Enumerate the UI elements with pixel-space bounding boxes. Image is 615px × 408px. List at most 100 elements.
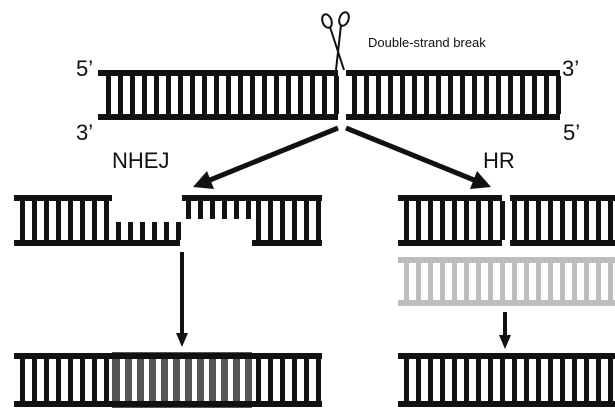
base-pair-rung xyxy=(298,76,303,114)
base-pair-rung xyxy=(532,76,537,114)
base-pair-rung xyxy=(404,359,409,401)
base-pair-rung xyxy=(104,201,109,240)
base-pair-rung xyxy=(132,359,137,401)
base-pair-rung xyxy=(20,201,25,240)
base-pair-rung xyxy=(536,359,541,401)
top-left-end-label: 5’ xyxy=(76,56,94,81)
base-pair-rung xyxy=(56,201,61,240)
base-pair-rung xyxy=(202,76,207,114)
base-pair-rung xyxy=(584,359,589,401)
base-pair-rung xyxy=(292,201,297,240)
base-pair-rung xyxy=(404,201,409,240)
arrow-hr-down xyxy=(499,312,511,349)
base-pair-rung xyxy=(452,201,457,240)
hr-label: HR xyxy=(483,148,515,173)
base-pair-rung xyxy=(560,263,565,300)
base-pair-rung xyxy=(584,201,589,240)
base-pair-rung xyxy=(536,263,541,300)
base-pair-rung xyxy=(56,359,61,401)
base-pair-rung xyxy=(178,76,183,114)
top-right-end-label: 3’ xyxy=(562,56,580,81)
base-pair-rung xyxy=(596,201,601,240)
base-pair-rung xyxy=(130,76,135,114)
base-pair-rung xyxy=(452,359,457,401)
base-pair-rung xyxy=(128,222,133,240)
base-pair-rung xyxy=(256,359,261,401)
base-pair-rung xyxy=(400,76,405,114)
base-pair-rung xyxy=(488,263,493,300)
base-pair-rung xyxy=(44,201,49,240)
base-pair-rung xyxy=(268,201,273,240)
base-pair-rung xyxy=(226,76,231,114)
base-pair-rung xyxy=(536,201,541,240)
base-pair-rung xyxy=(68,201,73,240)
base-pair-rung xyxy=(440,263,445,300)
nhej-resected-left-end xyxy=(14,195,181,246)
base-pair-rung xyxy=(262,76,267,114)
base-pair-rung xyxy=(508,76,513,114)
base-pair-rung xyxy=(484,76,489,114)
base-pair-rung xyxy=(524,359,529,401)
base-pair-rung xyxy=(280,359,285,401)
nhej-resected-right-end xyxy=(182,195,322,246)
base-pair-rung xyxy=(256,201,261,240)
base-pair-rung xyxy=(92,359,97,401)
base-pair-rung xyxy=(352,76,357,114)
base-pair-rung xyxy=(192,359,197,401)
base-pair-rung xyxy=(176,222,181,240)
base-pair-rung xyxy=(608,359,613,401)
base-pair-rung xyxy=(280,201,285,240)
bottom-left-end-label: 3’ xyxy=(76,120,94,145)
base-pair-rung xyxy=(144,359,149,401)
base-pair-rung xyxy=(412,76,417,114)
top-duplex-right-half xyxy=(346,70,561,120)
base-pair-rung xyxy=(250,76,255,114)
base-pair-rung xyxy=(92,201,97,240)
base-pair-rung xyxy=(68,359,73,401)
base-pair-rung xyxy=(428,263,433,300)
base-pair-rung xyxy=(32,201,37,240)
base-pair-rung xyxy=(440,359,445,401)
base-pair-rung xyxy=(168,359,173,401)
base-pair-rung xyxy=(428,201,433,240)
base-pair-rung xyxy=(204,359,209,401)
scissors-icon xyxy=(321,11,350,71)
base-pair-rung xyxy=(376,76,381,114)
base-pair-rung xyxy=(452,263,457,300)
base-pair-rung xyxy=(428,359,433,401)
base-pair-rung xyxy=(404,263,409,300)
base-pair-rung xyxy=(322,76,327,114)
base-pair-rung xyxy=(544,76,549,114)
top-duplex xyxy=(98,70,561,120)
base-pair-rung xyxy=(556,76,561,114)
base-pair-rung xyxy=(20,359,25,401)
base-pair-rung xyxy=(488,201,493,240)
base-pair-rung xyxy=(524,201,529,240)
base-pair-rung xyxy=(228,359,233,401)
base-pair-rung xyxy=(210,201,215,219)
base-pair-rung xyxy=(304,359,309,401)
base-pair-rung xyxy=(32,359,37,401)
base-pair-rung xyxy=(572,201,577,240)
base-pair-rung xyxy=(500,359,505,401)
base-pair-rung xyxy=(496,76,501,114)
base-pair-rung xyxy=(156,359,161,401)
base-pair-rung xyxy=(548,263,553,300)
base-pair-rung xyxy=(388,76,393,114)
base-pair-rung xyxy=(316,201,321,240)
base-pair-rung xyxy=(334,76,339,114)
base-pair-rung xyxy=(440,201,445,240)
base-pair-rung xyxy=(152,222,157,240)
nhej-label: NHEJ xyxy=(112,148,170,173)
base-pair-rung xyxy=(142,76,147,114)
base-pair-rung xyxy=(512,359,517,401)
bottom-right-end-label: 5’ xyxy=(563,120,581,145)
arrow-nhej-down xyxy=(176,252,188,347)
arrow-to-nhej xyxy=(193,125,339,189)
base-pair-rung xyxy=(548,201,553,240)
base-pair-rung xyxy=(448,76,453,114)
base-pair-rung xyxy=(268,359,273,401)
base-pair-rung xyxy=(116,222,121,240)
base-pair-rung xyxy=(118,76,123,114)
base-pair-rung xyxy=(304,201,309,240)
